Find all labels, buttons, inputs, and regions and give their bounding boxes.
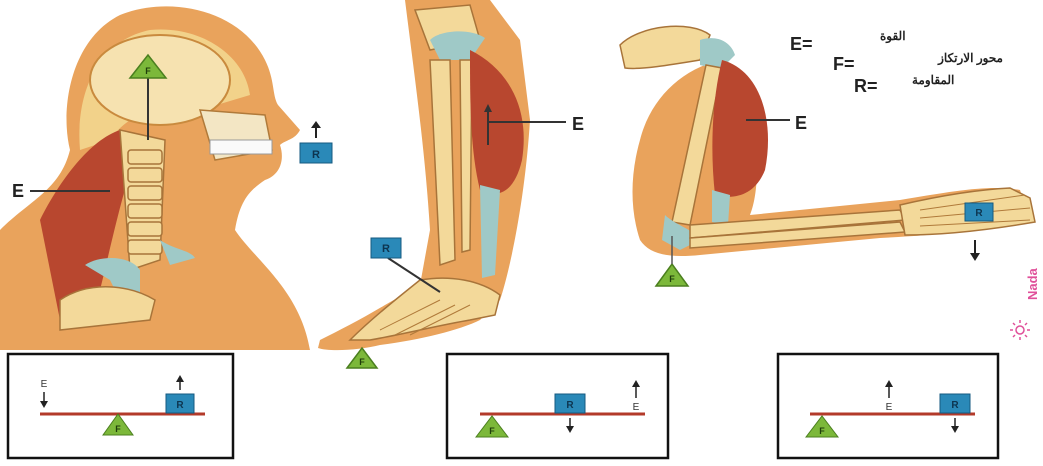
box1-fulcrum-label: F: [115, 424, 121, 434]
head-effort-label: E: [12, 181, 24, 201]
legend-resistance-meaning: المقاومة: [912, 73, 954, 88]
head-resistance-arrow: [311, 121, 321, 138]
arm-resistance-label: R: [975, 208, 983, 219]
nada-watermark: Nada: [1010, 267, 1040, 340]
leg-illustration: [318, 0, 566, 350]
head-resistance-label: R: [312, 149, 320, 161]
box2-resistance-label: R: [566, 400, 574, 411]
lever-box-third-class: F R E: [778, 354, 998, 458]
legend-fulcrum-meaning: محور الارتكاز: [937, 51, 1003, 66]
box1-effort-label: E: [41, 379, 48, 390]
sun-icon: [1010, 320, 1030, 340]
arm-fulcrum-label: F: [669, 274, 675, 284]
box2-fulcrum-label: F: [489, 426, 495, 436]
arm-resistance-arrow: [970, 240, 980, 261]
legend-resistance-symbol: R=: [854, 76, 878, 96]
box3-fulcrum-label: F: [819, 426, 825, 436]
legend-effort-symbol: E=: [790, 34, 813, 54]
leg-fulcrum-label: F: [359, 357, 365, 367]
lever-box-second-class: F R E: [447, 354, 668, 458]
watermark-text: Nada: [1025, 267, 1040, 300]
lever-box-first-class: F R E: [8, 354, 233, 458]
box2-effort-label: E: [633, 402, 640, 413]
legend-effort-meaning: القوة: [880, 29, 906, 44]
head-neck-illustration: [0, 6, 310, 350]
legend-fulcrum-symbol: F=: [833, 54, 855, 74]
box3-effort-label: E: [886, 402, 893, 413]
legend: E= القوة F= محور الارتكاز R= المقاومة: [790, 29, 1003, 96]
leg-resistance-label: R: [382, 243, 390, 255]
leg-effort-label: E: [572, 114, 584, 134]
head-fulcrum-label: F: [145, 66, 151, 76]
box3-resistance-label: R: [951, 400, 959, 411]
arm-effort-label: E: [795, 113, 807, 133]
box1-resistance-label: R: [176, 400, 184, 411]
